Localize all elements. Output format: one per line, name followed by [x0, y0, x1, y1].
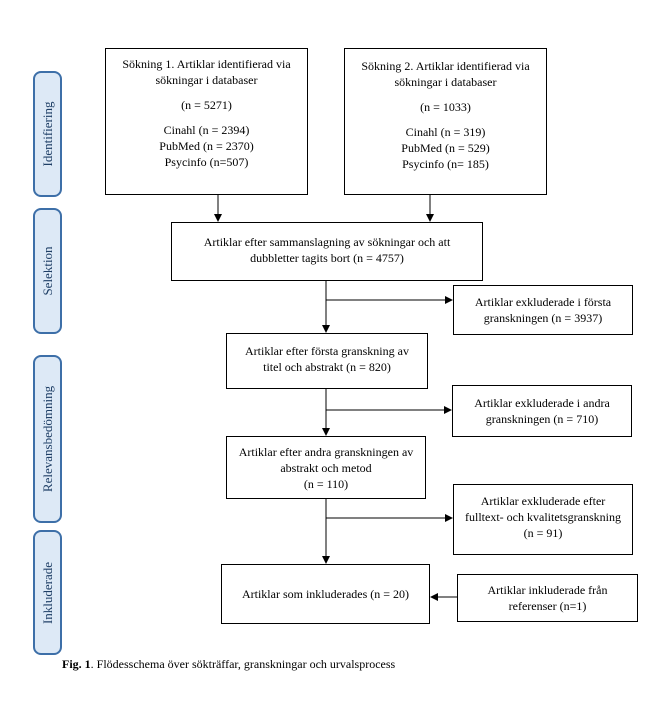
search-1-pubmed: PubMed (n = 2370)	[159, 139, 254, 153]
search-1-title: Sökning 1. Artiklar identifierad via sök…	[122, 57, 291, 87]
figure-caption-text: . Flödesschema över sökträffar, granskni…	[90, 657, 396, 671]
excluded-3-text: Artiklar exkluderade efter fulltext- och…	[465, 494, 621, 540]
figure-caption: Fig. 1. Flödesschema över sökträffar, gr…	[62, 657, 395, 672]
search-1-total: (n = 5271)	[181, 98, 232, 112]
excluded-1-text: Artiklar exkluderade i första granskning…	[474, 295, 612, 325]
search-1-box: Sökning 1. Artiklar identifierad via sök…	[105, 48, 308, 195]
review-2-count: (n = 110)	[303, 477, 349, 491]
references-box: Artiklar inkluderade från referenser (n=…	[457, 574, 638, 622]
merged-box: Artiklar efter sammanslagning av sökning…	[171, 222, 483, 281]
stage-relevance: Relevansbedömning	[33, 355, 62, 523]
search-1-cinahl: Cinahl (n = 2394)	[163, 123, 250, 137]
included-box: Artiklar som inkluderades (n = 20)	[221, 564, 430, 624]
search-2-box: Sökning 2. Artiklar identifierad via sök…	[344, 48, 547, 195]
review-2-text: Artiklar efter andra granskningen av abs…	[238, 445, 414, 475]
search-2-title: Sökning 2. Artiklar identifierad via sök…	[361, 59, 530, 89]
stage-selection: Selektion	[33, 208, 62, 334]
review-2-box: Artiklar efter andra granskningen av abs…	[226, 436, 426, 499]
figure-caption-label: Fig. 1	[62, 657, 91, 671]
stage-included: Inkluderade	[33, 530, 62, 655]
excluded-2-text: Artiklar exkluderade i andra granskninge…	[474, 396, 610, 426]
review-1-text: Artiklar efter första granskning av tite…	[245, 344, 409, 374]
stage-identification: Identifiering	[33, 71, 62, 197]
excluded-2-box: Artiklar exkluderade i andra granskninge…	[452, 385, 632, 437]
search-2-cinahl: Cinahl (n = 319)	[405, 125, 486, 139]
references-text: Artiklar inkluderade från referenser (n=…	[487, 583, 608, 613]
excluded-1-box: Artiklar exkluderade i första granskning…	[453, 285, 633, 335]
search-2-total: (n = 1033)	[420, 100, 471, 114]
included-text: Artiklar som inkluderades (n = 20)	[241, 587, 410, 601]
search-1-psycinfo: Psycinfo (n=507)	[164, 155, 249, 169]
search-2-pubmed: PubMed (n = 529)	[401, 141, 490, 155]
merged-text: Artiklar efter sammanslagning av sökning…	[203, 235, 451, 265]
excluded-3-box: Artiklar exkluderade efter fulltext- och…	[453, 484, 633, 555]
search-2-psycinfo: Psycinfo (n= 185)	[402, 157, 489, 171]
review-1-box: Artiklar efter första granskning av tite…	[226, 333, 428, 389]
